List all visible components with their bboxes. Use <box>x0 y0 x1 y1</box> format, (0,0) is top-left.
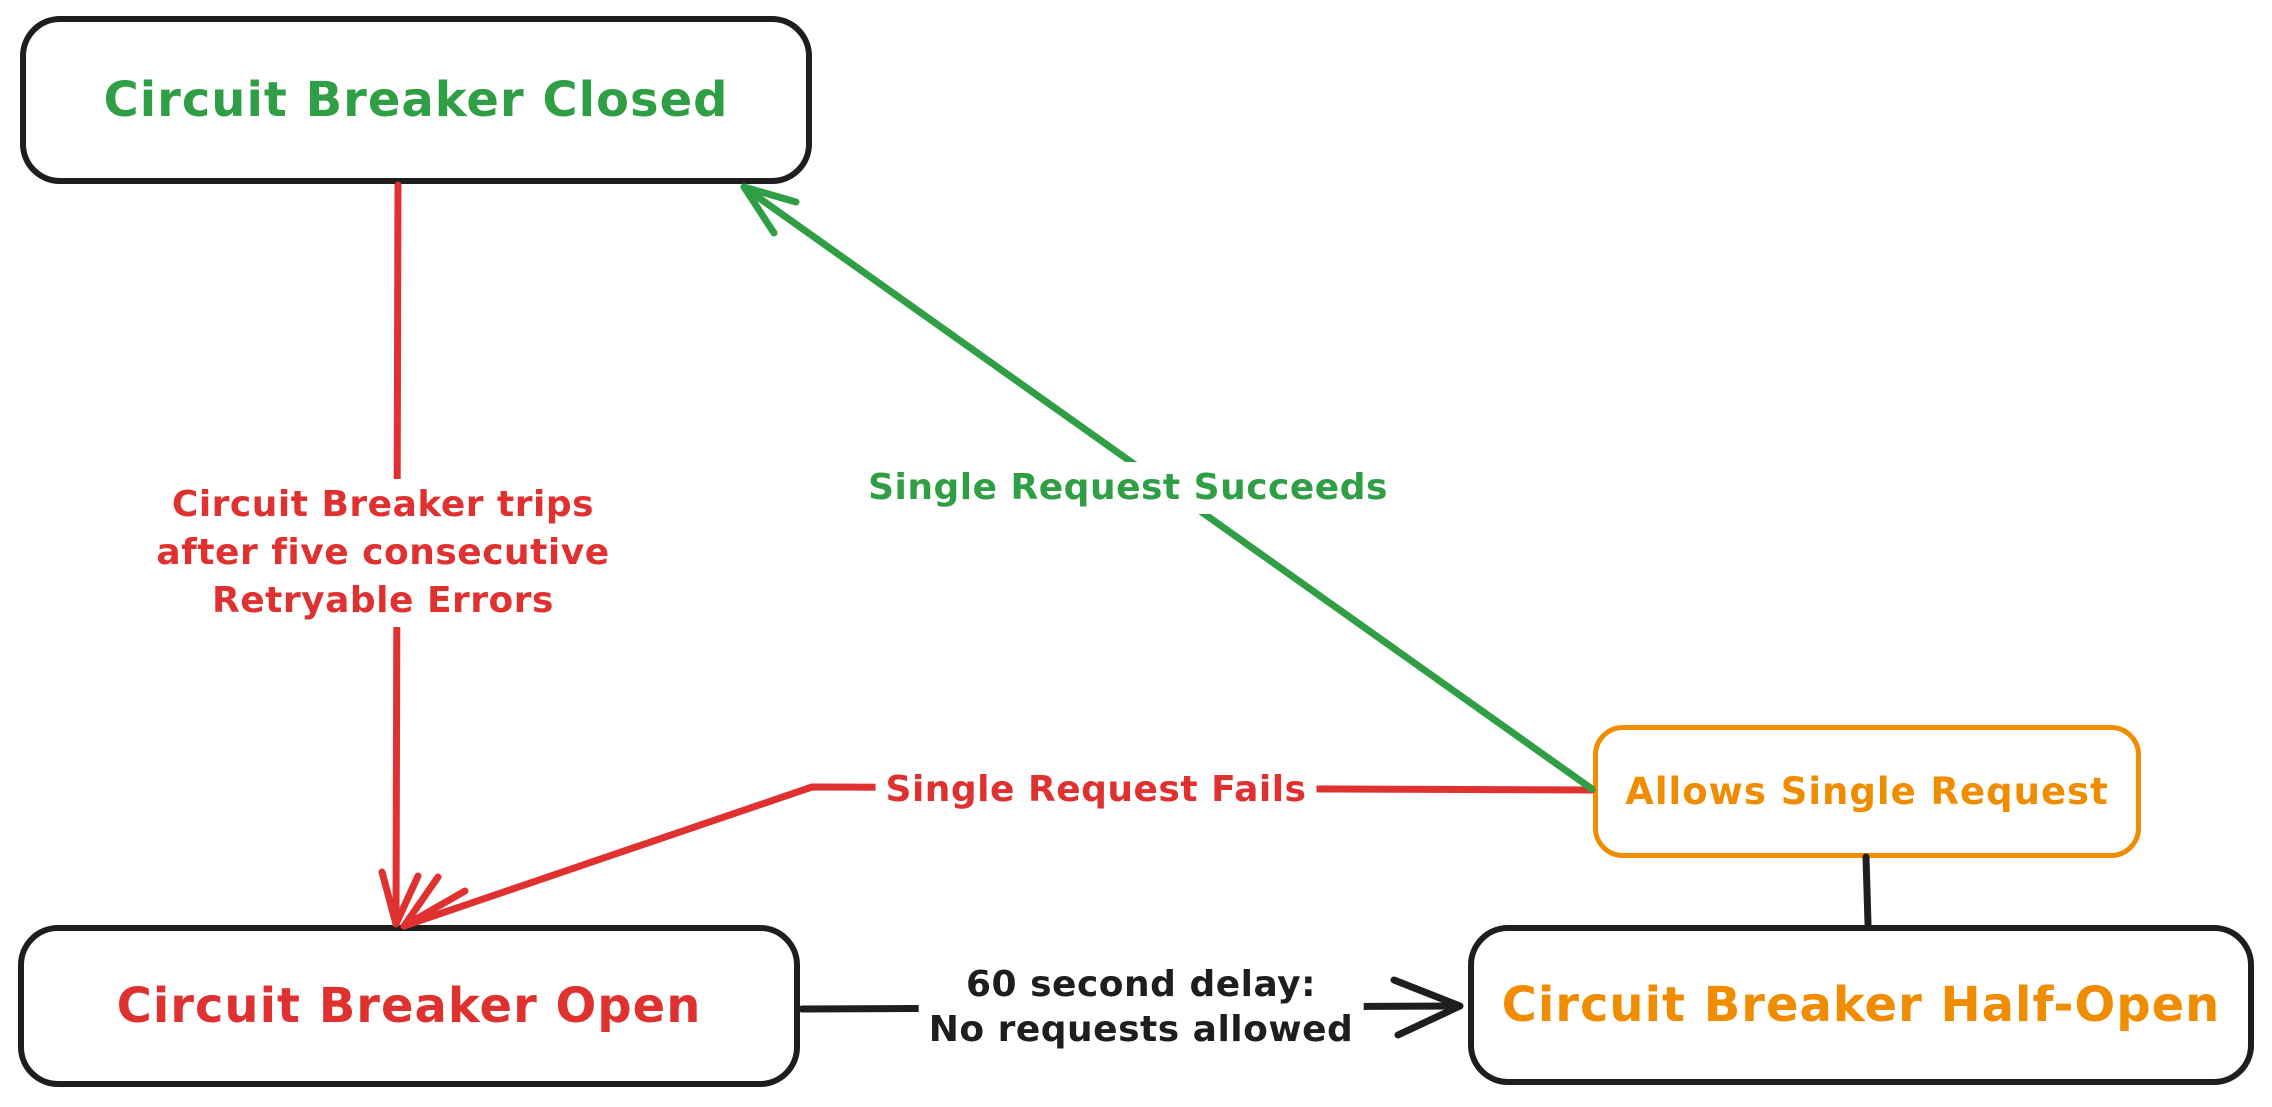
node-allows-single-request-label: Allows Single Request <box>1625 770 2109 813</box>
node-circuit-breaker-open: Circuit Breaker Open <box>18 925 800 1087</box>
edge-label-trips-line-2: after five consecutive <box>156 532 610 573</box>
edge-label-delay-line-1: 60 second delay: <box>965 964 1317 1005</box>
node-circuit-breaker-closed: Circuit Breaker Closed <box>20 16 812 184</box>
node-circuit-breaker-open-label: Circuit Breaker Open <box>116 978 702 1034</box>
edge-label-fails: Single Request Fails <box>875 764 1317 816</box>
node-circuit-breaker-half-open-label: Circuit Breaker Half-Open <box>1501 977 2221 1033</box>
node-circuit-breaker-half-open: Circuit Breaker Half-Open <box>1468 925 2254 1085</box>
edge-label-delay-line-2: No requests allowed <box>928 1009 1354 1050</box>
edge-allows-connector-line <box>1862 853 1872 928</box>
edge-label-trips: Circuit Breaker trips after five consecu… <box>146 479 620 627</box>
edge-label-trips-line-3: Retryable Errors <box>212 580 554 621</box>
edge-label-delay: 60 second delay: No requests allowed <box>918 960 1364 1054</box>
edge-label-trips-line-1: Circuit Breaker trips <box>171 484 595 525</box>
node-allows-single-request: Allows Single Request <box>1593 725 2141 858</box>
edge-label-succeeds: Single Request Succeeds <box>858 462 1398 514</box>
node-circuit-breaker-closed-label: Circuit Breaker Closed <box>103 72 729 128</box>
